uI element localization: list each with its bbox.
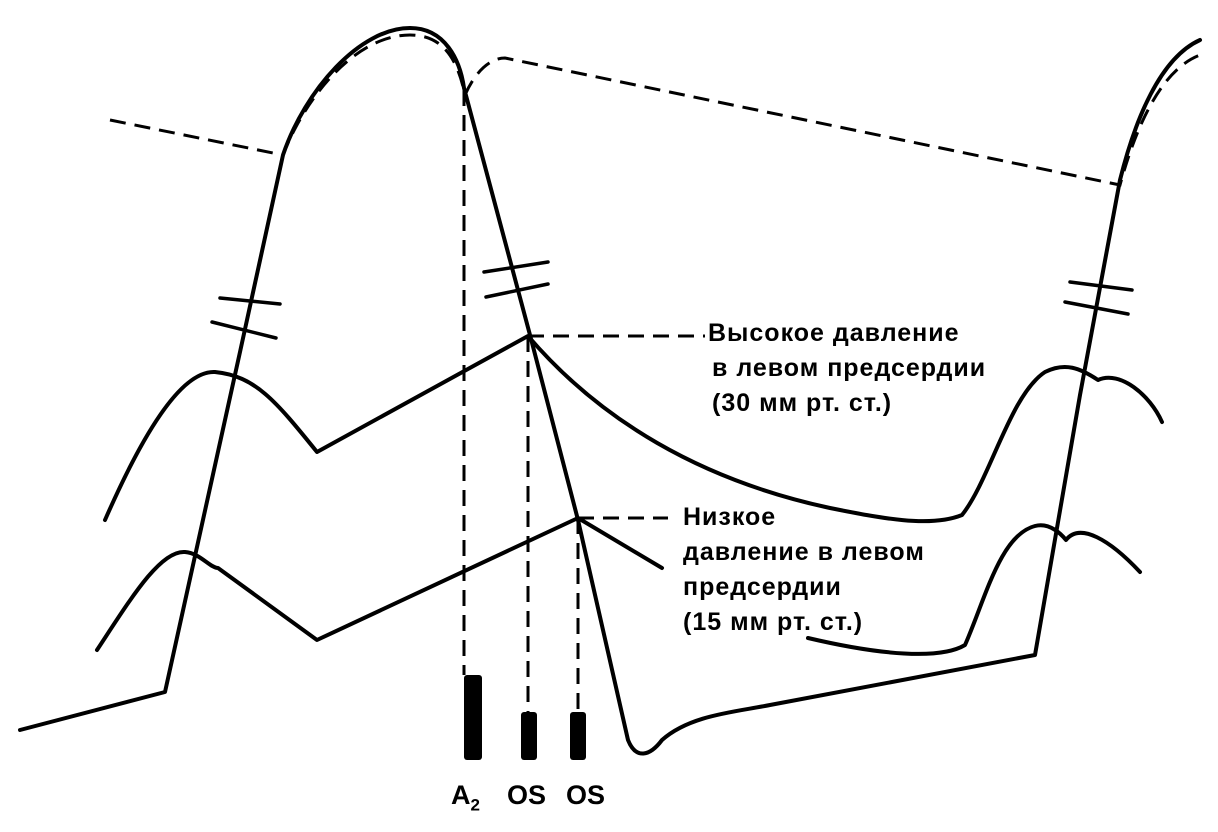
label-low-line2: давление в левом xyxy=(683,538,925,566)
a2-sound-bar xyxy=(464,675,482,760)
label-low-pressure: Низкое давление в левом предсердии (15 м… xyxy=(683,500,925,640)
os-low-sound-bar xyxy=(570,712,586,760)
label-high-line2: в левом предсердии xyxy=(712,354,987,382)
break-marks xyxy=(210,260,1134,340)
la-pressure-high-curve xyxy=(103,334,1164,524)
label-low-line4: (15 мм рт. ст.) xyxy=(683,608,864,636)
marker-os-low: OS xyxy=(566,780,606,810)
lv-pressure-curve xyxy=(18,26,1202,756)
aortic-pressure-curve xyxy=(109,33,1201,187)
label-high-pressure: Высокое давление в левом предсердии (30 … xyxy=(708,316,986,421)
marker-os-high: OS xyxy=(507,780,547,810)
marker-a2: A2 xyxy=(451,780,480,815)
label-low-line3: предсердии xyxy=(683,573,842,601)
label-high-line3: (30 мм рт. ст.) xyxy=(712,389,893,417)
label-high-line1: Высокое давление xyxy=(708,319,960,347)
la-pressure-low-curve-tail xyxy=(806,523,1142,656)
os-high-sound-bar xyxy=(521,712,537,760)
la-pressure-low-curve xyxy=(95,516,664,652)
label-low-line1: Низкое xyxy=(683,503,777,531)
marker-a2-subscript: 2 xyxy=(470,795,480,815)
marker-a2-letter: A xyxy=(451,780,471,810)
